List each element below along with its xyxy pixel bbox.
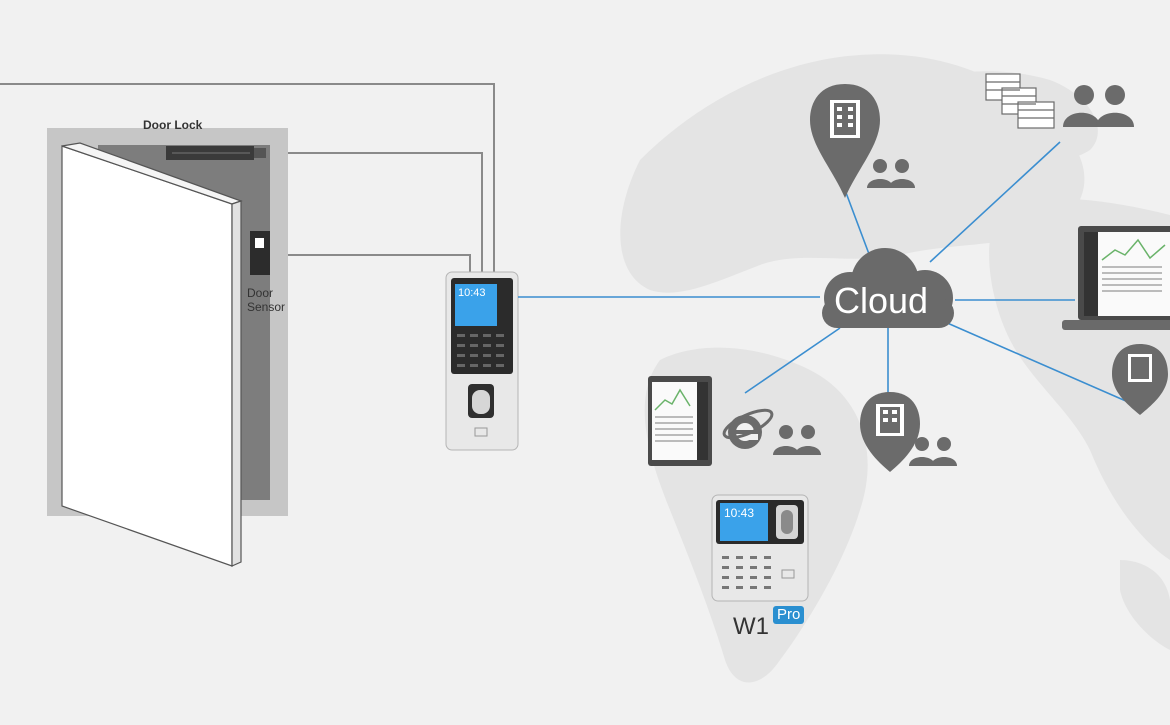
door-sensor: [250, 231, 270, 275]
laptop-icon: [1062, 226, 1170, 330]
location-pin-icon: [860, 392, 920, 472]
cloud-icon: [822, 248, 954, 328]
people-icon: [773, 425, 821, 455]
device-name-label: W1: [733, 613, 769, 640]
door-leaf: [61, 145, 233, 567]
door-sensor-label: Door Sensor: [247, 286, 297, 314]
people-icon: [867, 159, 915, 188]
spreadsheet-icon: [985, 73, 1055, 129]
world-map: [620, 54, 1170, 683]
access-terminal: [445, 271, 519, 451]
w1-pro-device: [711, 494, 809, 602]
wiring: [0, 83, 495, 272]
location-pin-icon: [1112, 344, 1168, 415]
terminal-clock: 10:43: [458, 287, 486, 299]
people-icon: [1063, 85, 1134, 127]
pro-badge: Pro: [773, 606, 805, 624]
w1-pro-clock: 10:43: [724, 506, 755, 520]
cloud-label: Cloud: [834, 280, 929, 321]
tablet-icon: [648, 376, 712, 466]
location-pin-icon: [810, 84, 880, 198]
door-sensor-label-line2: Sensor: [247, 300, 286, 314]
door-lock-label: Door Lock: [143, 118, 203, 132]
door-sensor-label-line1: Door: [247, 286, 274, 300]
network-links: [518, 141, 1136, 406]
people-icon: [909, 437, 957, 466]
browser-icon: [722, 408, 774, 449]
